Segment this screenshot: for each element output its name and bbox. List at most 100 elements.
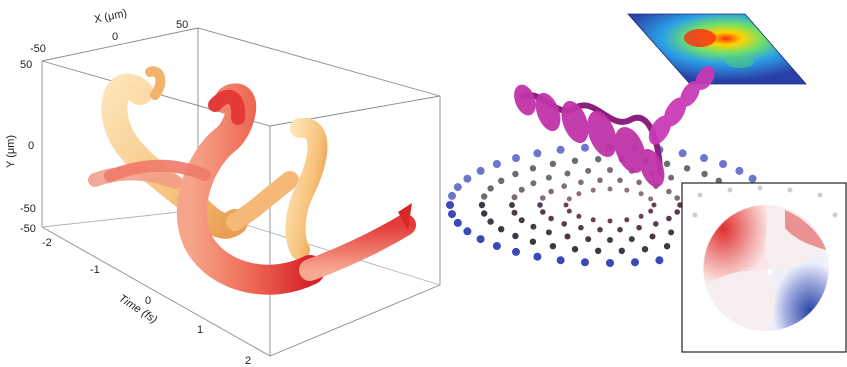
atom-dot [540,209,546,215]
y-tick-label: 0 [28,140,34,152]
atom-dot [519,217,525,223]
atom-dot [530,239,536,245]
atom-dot [576,191,581,196]
atom-dot [652,203,657,208]
atom-dot [591,217,596,222]
y-tick-label: -50 [20,223,36,235]
atom-dot [624,188,629,193]
atom-dot [487,218,493,224]
time-tick-label: 1 [197,324,203,336]
atom-dot [664,161,670,167]
atom-dot [700,154,708,162]
atom-dot [650,234,656,240]
atom-dot [664,243,670,249]
atom-dot [666,216,672,222]
atom-dot [572,246,578,252]
atom-dot [546,229,552,235]
atom-dot [572,158,578,164]
atom-dot [530,224,536,230]
atom-dot [749,175,757,183]
atom-dot [550,243,556,249]
atom-dot [719,160,727,168]
atom-dot [629,236,635,242]
atom-dot [595,248,601,254]
atom-dot [557,256,565,264]
time-axis-title: Time (fs) [116,292,159,326]
atom-dot [585,168,591,174]
atom-dot [533,149,541,157]
atom-dot [655,256,663,264]
time-tick-label: 0 [145,295,151,307]
atom-dot [550,161,556,167]
time-tick-label: -1 [90,264,100,276]
atom-dot [454,183,462,191]
atom-dot [477,235,485,243]
atom-dot [546,175,552,181]
atom-dot [481,210,487,216]
atom-dot [530,180,536,186]
atom-dot [512,210,518,216]
atom-dot [666,189,672,195]
atom-dot [619,248,625,254]
atom-dot [648,196,653,201]
atom-dot [493,242,501,250]
y-axis-title: Y (μm) [5,135,17,168]
y-axis: Y (μm) 50 0 -50 -50 [5,59,36,235]
atom-dot [608,187,613,192]
atom-dot [512,171,518,177]
atom-dot [608,219,613,224]
atom-dot [481,193,487,199]
atom-dot [564,203,569,208]
atom-dot [509,202,515,208]
atom-dot [631,258,639,266]
atom-dot [479,202,485,208]
x-axis: X (μm) -50 0 50 [30,7,188,55]
inset-panel [682,183,846,352]
right-panel-illustration [446,14,846,352]
atom-dot [636,225,642,231]
atom-dot [597,227,603,233]
atom-dot [735,167,743,175]
y-tick-label: -50 [20,203,36,215]
atom-dot [653,221,659,227]
atom-dot [617,178,623,184]
atom-dot [606,259,614,267]
atom-dot [639,214,644,219]
atom-dot [454,219,462,227]
atom-dot [557,146,565,154]
atom-dot [639,191,644,196]
atom-dot [540,195,546,201]
atom-dot [636,180,642,186]
atom-dot [668,229,674,235]
atom-dot [487,185,493,191]
atom-dot [561,221,567,227]
atom-dot [597,178,603,184]
atom-dot [446,201,454,209]
atom-dot [498,178,504,184]
x-axis-title: X (μm) [93,7,128,26]
atom-dot [581,258,589,266]
atom-dot [679,149,687,157]
atom-dot [668,175,674,181]
atom-dot [701,171,707,177]
atom-dot [548,189,554,195]
atom-dot [578,180,584,186]
atom-dot [624,217,629,222]
time-tick-label: 2 [245,355,251,367]
atom-dot [567,196,572,201]
atom-dot [684,165,690,171]
atom-dot [642,246,648,252]
atom-dot [578,225,584,231]
atom-dot [512,248,520,256]
atom-dot [512,194,518,200]
x-tick-label: 50 [176,19,188,31]
atom-dot [512,233,518,239]
atom-dot [585,236,591,242]
atom-dot [674,195,680,201]
atom-dot [565,234,571,240]
atom-dot [448,192,456,200]
atom-dot [595,156,601,162]
atom-dot [607,167,613,173]
atom-dot [576,214,581,219]
